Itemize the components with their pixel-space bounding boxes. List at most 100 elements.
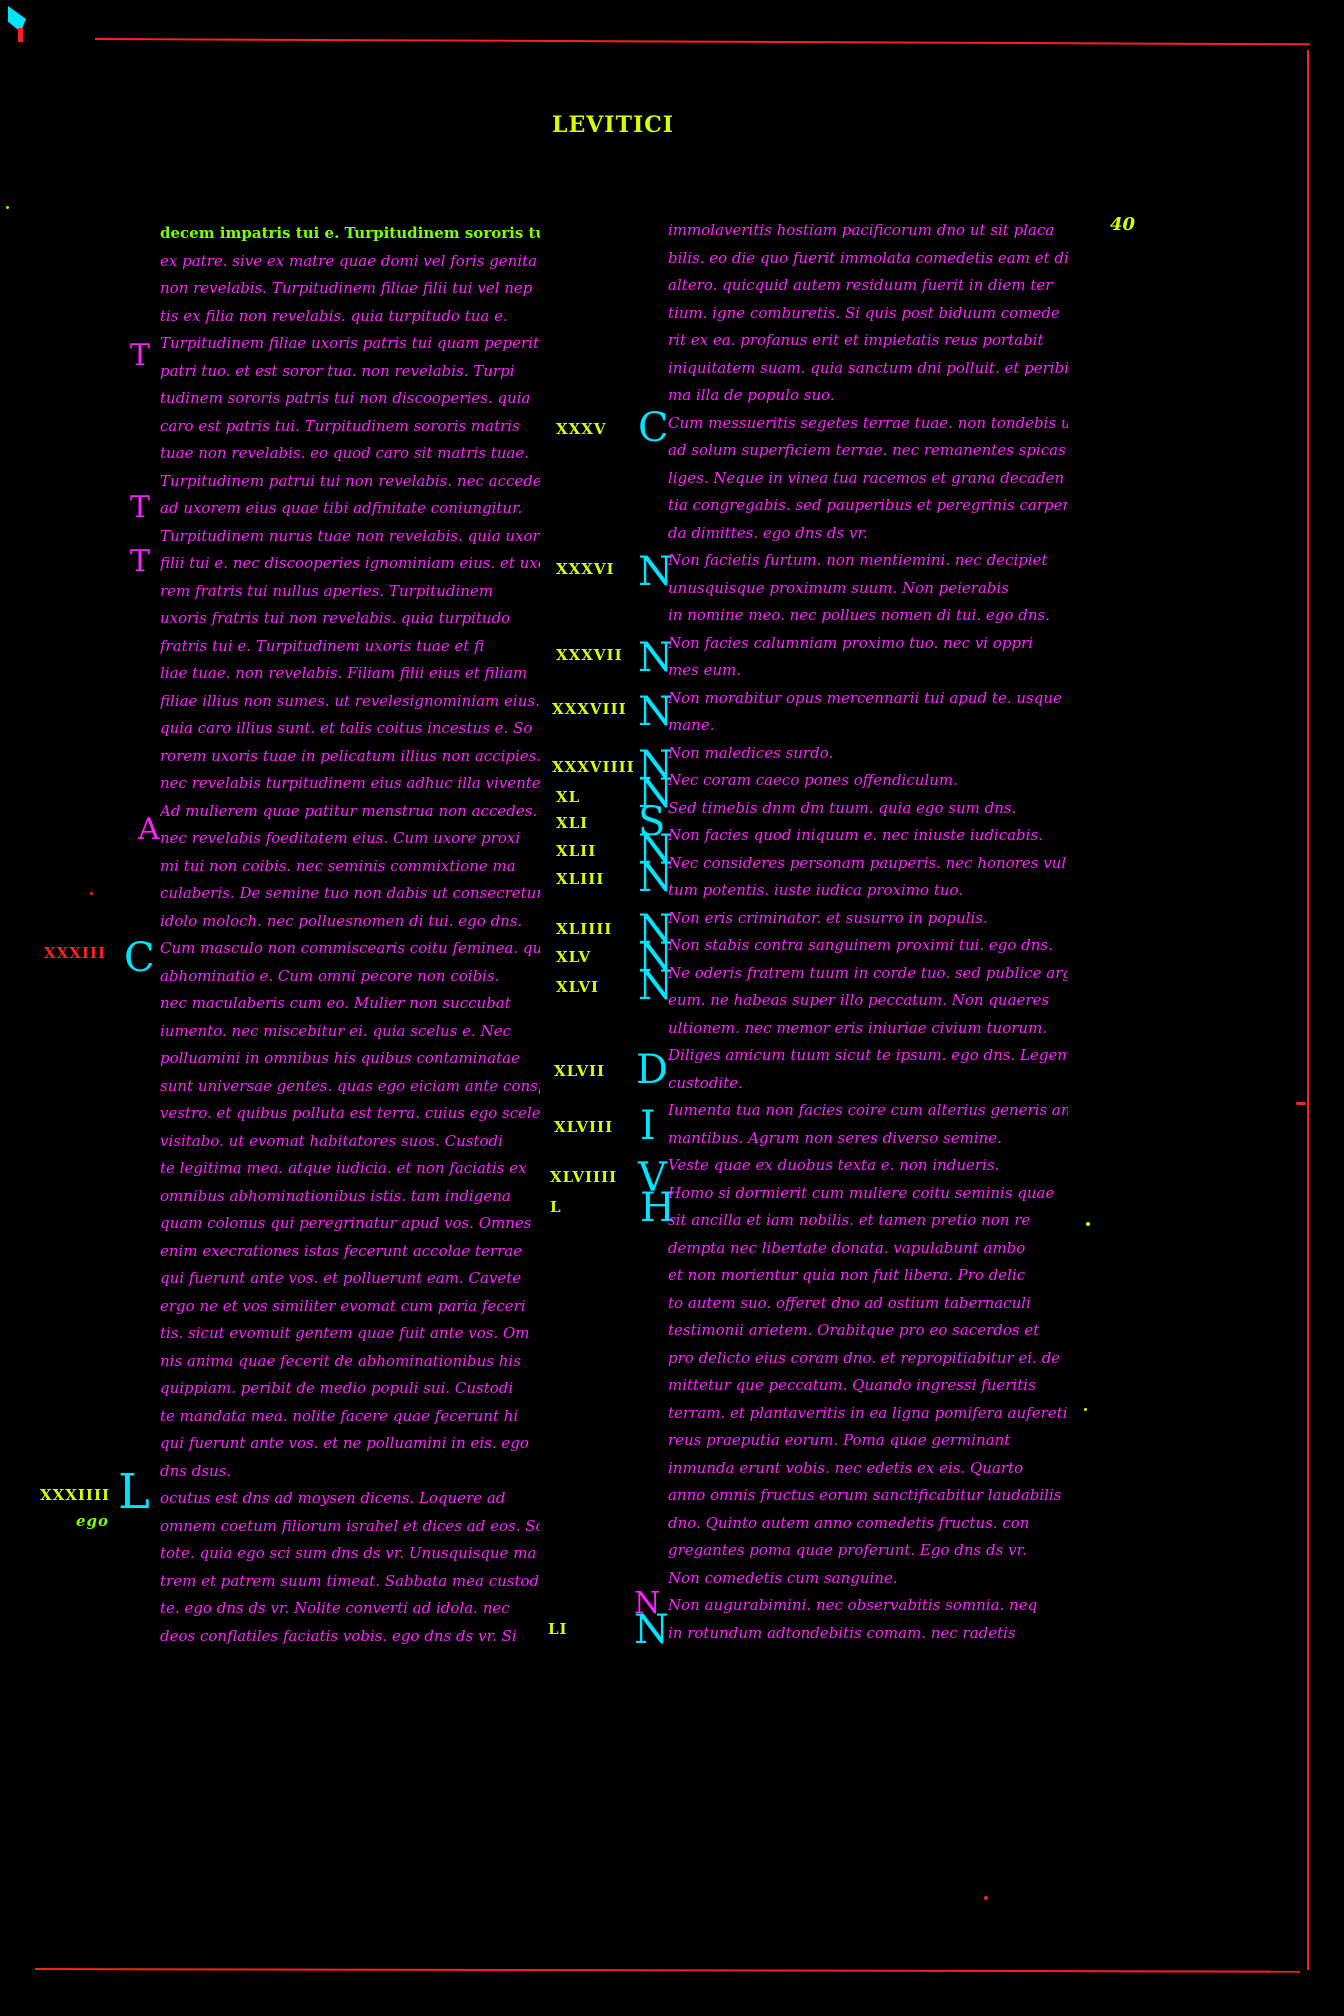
text-line: eum. ne habeas super illo peccatum. Non … — [668, 991, 1050, 1009]
text-line: liae tuae. non revelabis. Filiam filii e… — [160, 664, 528, 682]
text-line: iumento. nec miscebitur ei. quia scelus … — [160, 1021, 511, 1040]
text-line: deos conflatiles faciatis vobis. ego dns… — [160, 1626, 517, 1645]
text-line: mi tui non coibis. nec seminis commixtio… — [160, 856, 516, 875]
text-line: liges. Neque in vinea tua racemos et gra… — [668, 468, 1065, 487]
text-line: ma illa de populo suo. — [668, 386, 835, 404]
initial-letter: N — [638, 689, 673, 735]
chapter-number: XXXVIII — [552, 700, 627, 718]
text-line: Homo si dormierit cum muliere coitu semi… — [668, 1183, 1055, 1202]
text-line: mittetur que peccatum. Quando ingressi f… — [668, 1376, 1036, 1394]
text-line: anno omnis fructus eorum sanctificabitur… — [668, 1486, 1062, 1504]
initial-letter: H — [640, 1185, 675, 1231]
text-line: quia caro illius sunt. et talis coitus i… — [160, 719, 533, 737]
text-line: gregantes poma quae proferunt. Ego dns d… — [668, 1541, 1027, 1559]
right-text-column: immolaveritis hostiam pacificorum dno ut… — [668, 217, 1068, 1647]
chapter-number: XLVII — [554, 1062, 606, 1080]
text-line: caro est patris tui. Turpitudinem sorori… — [160, 416, 520, 435]
text-line: trem et patrem suum timeat. Sabbata mea … — [160, 1571, 540, 1590]
text-line: quippiam. peribit de medio populi sui. C… — [160, 1379, 514, 1397]
text-line: te mandata mea. nolite facere quae fecer… — [160, 1406, 519, 1425]
text-line: te legitima mea. atque iudicia. et non f… — [160, 1159, 527, 1177]
text-line: inmunda erunt vobis. nec edetis ex eis. … — [668, 1458, 1024, 1477]
text-line: enim execrationes istas fecerunt accolae… — [160, 1241, 523, 1260]
text-line: et non morientur quia non fuit libera. P… — [668, 1266, 1026, 1284]
text-line: Turpitudinem patrui tui non revelabis. n… — [160, 471, 540, 490]
initial-letter: N — [634, 1586, 661, 1621]
text-line: to autem suo. offeret dno ad ostium tabe… — [668, 1293, 1031, 1312]
text-line: Nec coram caeco pones offendiculum. — [668, 771, 958, 789]
text-line: omnem coetum filiorum israhel et dices a… — [160, 1516, 540, 1535]
initial-letter: N — [638, 935, 673, 981]
text-line: terram. et plantaveritis in ea ligna pom… — [668, 1403, 1068, 1422]
text-line: qui fuerunt ante vos. et ne polluamini i… — [160, 1434, 529, 1452]
chapter-number: XXXV — [556, 420, 607, 438]
text-line: Iumenta tua non facies coire cum alteriu… — [668, 1101, 1068, 1119]
text-line: mes eum. — [668, 661, 742, 679]
text-line: decem impatris tui e. Turpitudinem soror… — [160, 220, 540, 248]
text-line: in nomine meo. nec pollues nomen di tui.… — [668, 606, 1051, 624]
text-line: patri tuo. et est soror tua. non revelab… — [160, 361, 515, 380]
text-line: fratris tui e. Turpitudinem uxoris tuae … — [160, 636, 485, 655]
text-line: custodite. — [668, 1073, 743, 1092]
left-text-column: decem impatris tui e. Turpitudinem soror… — [160, 220, 540, 1650]
initial-letter: A — [138, 812, 160, 847]
text-line: Non augurabimini. nec observabitis somni… — [668, 1596, 1038, 1614]
text-line: nis anima quae fecerit de abhominationib… — [160, 1351, 521, 1370]
initial-letter: S — [638, 799, 666, 845]
text-line: immolaveritis hostiam pacificorum dno ut… — [668, 221, 1055, 239]
text-line: unusquisque proximum suum. Non peierabis — [668, 578, 1010, 597]
text-line: Non eris criminator. et susurro in popul… — [668, 908, 988, 927]
chapter-number: XL — [556, 788, 581, 806]
text-line: reus praeputia eorum. Poma quae germinan… — [668, 1431, 1011, 1449]
corner-flag-icon — [8, 6, 26, 32]
marginal-gloss: ego — [76, 1512, 110, 1530]
text-line: tis ex filia non revelabis. quia turpitu… — [160, 306, 508, 325]
text-line: Nec consideres personam pauperis. nec ho… — [668, 853, 1067, 872]
text-line: altero. quicquid autem residuum fuerit i… — [668, 276, 1053, 294]
text-line: tudinem sororis patris tui non discooper… — [160, 389, 531, 407]
text-line: sunt universae gentes. quas ego eiciam a… — [160, 1076, 540, 1095]
text-line: pro delicto eius coram dno. et repropiti… — [668, 1348, 1061, 1367]
text-line: tote. quia ego sci sum dns ds vr. Unusqu… — [160, 1544, 537, 1562]
chapter-number: XLVIII — [554, 1118, 614, 1136]
initial-letter: N — [638, 743, 673, 789]
chapter-number: XXXVI — [556, 560, 615, 578]
text-line: in rotundum adtondebitis comam. nec rade… — [668, 1623, 1016, 1642]
text-line: nec revelabis foeditatem eius. Cum uxore… — [160, 829, 521, 847]
text-line: sit ancilla et iam nobilis. et tamen pre… — [668, 1211, 1031, 1229]
corner-red-mark — [18, 28, 23, 42]
text-line: da dimittes. ego dns ds vr. — [668, 523, 868, 542]
text-line: filiae illius non sumes. ut revelesignom… — [160, 691, 540, 710]
text-line: rorem uxoris tuae in pelicatum illius no… — [160, 746, 540, 765]
text-line: nec revelabis turpitudinem eius adhuc il… — [160, 774, 540, 792]
chapter-number: XLV — [556, 948, 592, 966]
text-line: iniquitatem suam. quia sanctum dni pollu… — [668, 358, 1068, 377]
text-line: ad uxorem eius quae tibi adfinitate coni… — [160, 499, 523, 517]
initial-letter: N — [638, 907, 673, 953]
text-line: Non facies quod iniquum e. nec iniuste i… — [668, 826, 1043, 844]
text-line: quam colonus qui peregrinatur apud vos. … — [160, 1214, 532, 1232]
initial-letter: T — [130, 490, 151, 525]
initial-letter: N — [638, 771, 673, 817]
text-line: ex patre. sive ex matre quae domi vel fo… — [160, 251, 540, 270]
text-line: te. ego dns ds vr. Nolite converti ad id… — [160, 1599, 510, 1617]
initial-letter: L — [118, 1464, 150, 1520]
chapter-number: XLI — [556, 814, 589, 832]
text-line: mane. — [668, 716, 715, 734]
text-line: vestro. et quibus polluta est terra. cui… — [160, 1104, 540, 1122]
chapter-number: XLIII — [556, 870, 605, 888]
text-line: qui fuerunt ante vos. et polluerunt eam.… — [160, 1269, 522, 1287]
text-line: nec maculaberis cum eo. Mulier non succu… — [160, 994, 511, 1012]
text-line: Non comedetis cum sanguine. — [668, 1568, 898, 1587]
stray-mark — [1296, 1102, 1306, 1105]
text-line: idolo moloch. nec polluesnomen di tui. e… — [160, 911, 523, 930]
chapter-number: XLII — [556, 842, 597, 860]
text-line: Non maledices surdo. — [668, 743, 834, 762]
initial-letter: T — [130, 544, 151, 579]
initial-letter: D — [636, 1047, 669, 1093]
initial-letter: V — [638, 1155, 667, 1201]
text-line: dns dsus. — [160, 1461, 232, 1480]
text-line: Non stabis contra sanguinem proximi tui.… — [668, 936, 1053, 954]
text-line: polluamini in omnibus his quibus contami… — [160, 1049, 520, 1067]
